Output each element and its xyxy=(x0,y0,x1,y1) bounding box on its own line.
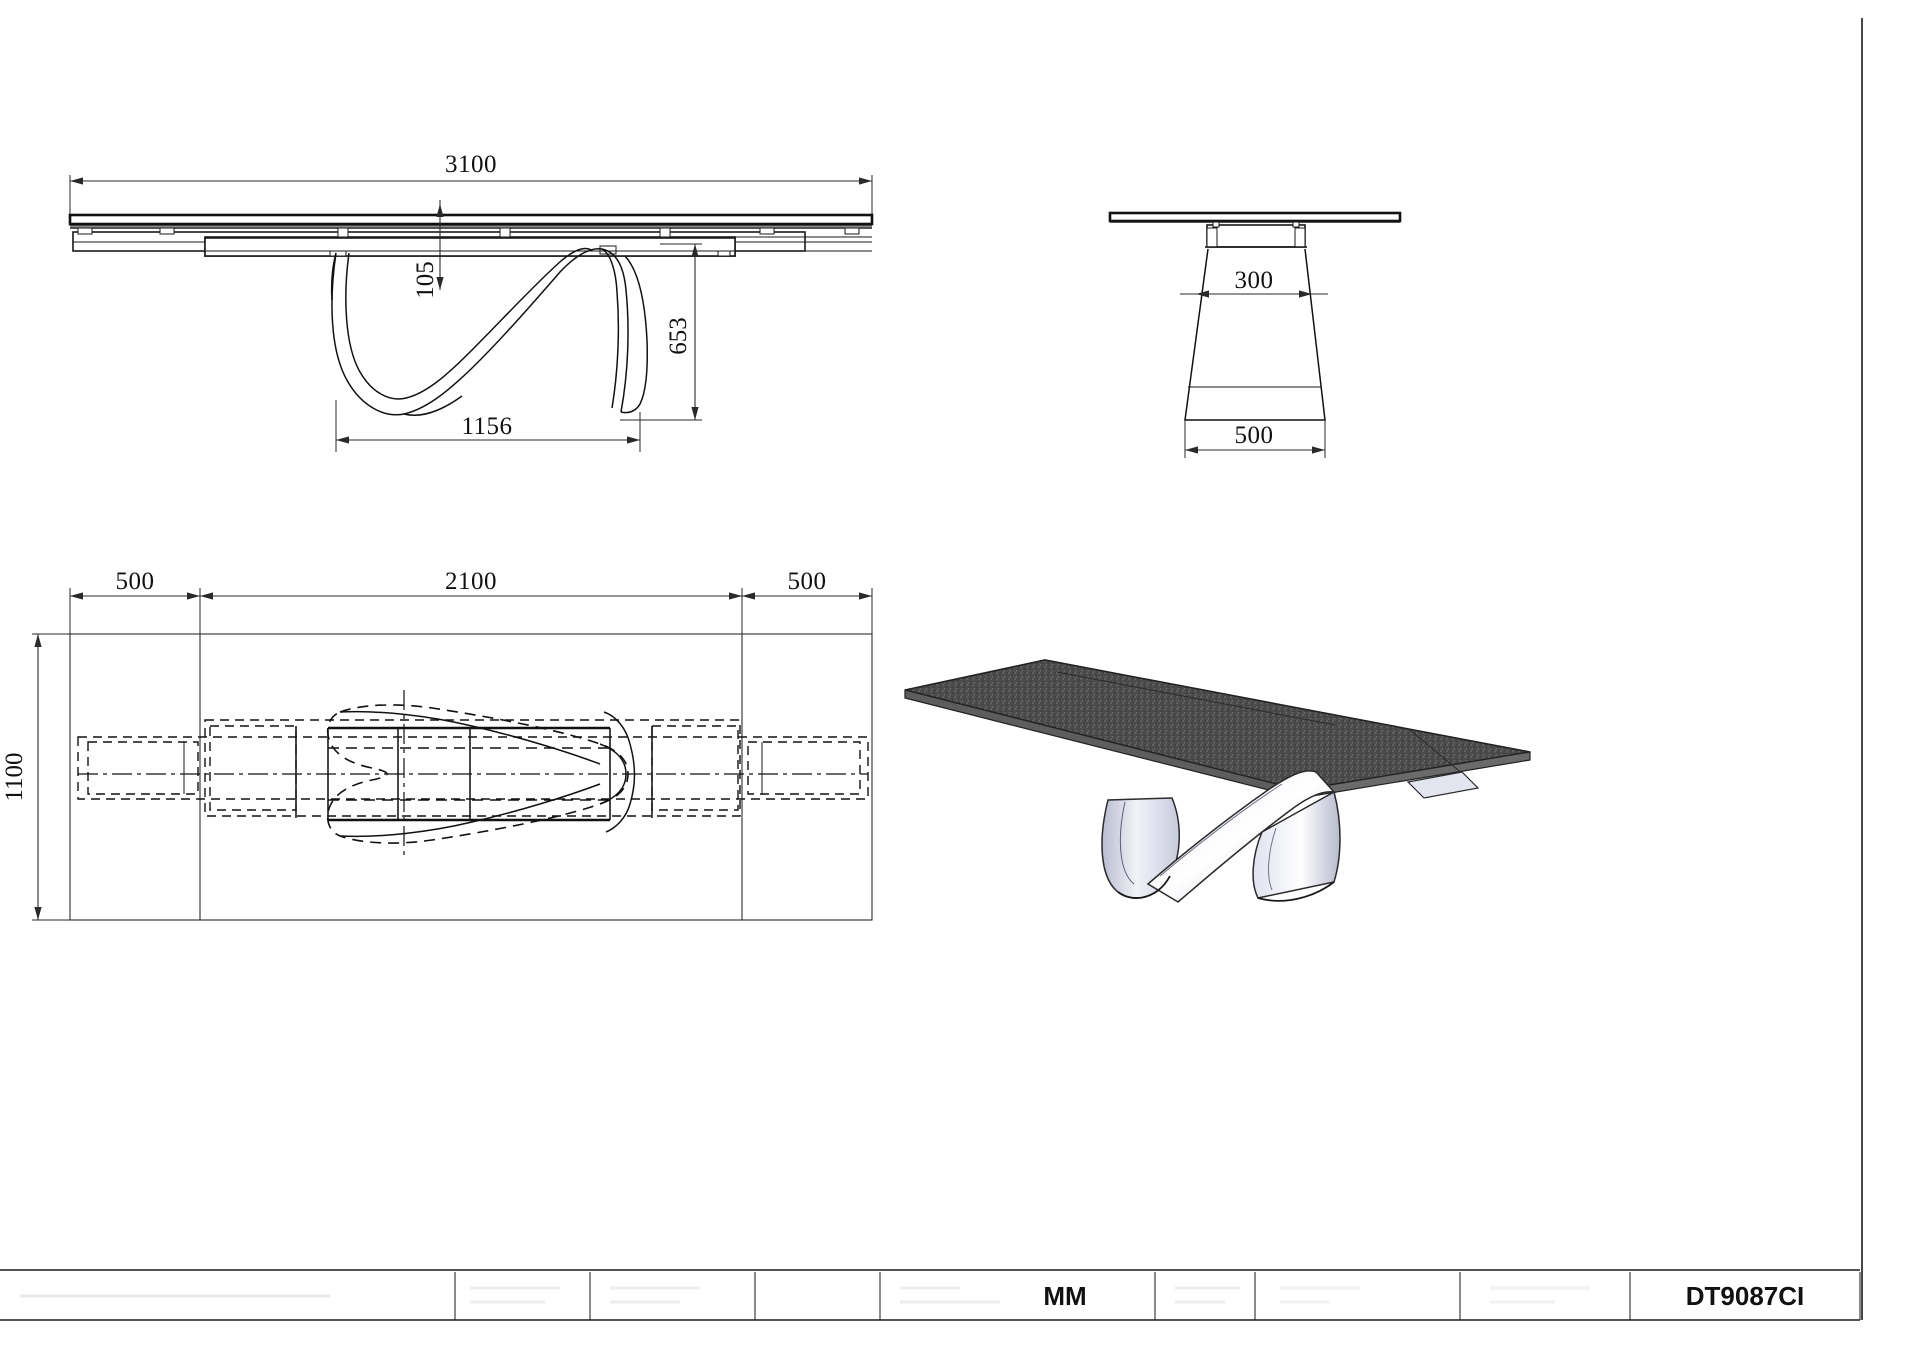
front-elevation-view xyxy=(68,175,874,452)
dim-label-top-thickness: 105 xyxy=(412,261,439,299)
extension-mechanism-plan xyxy=(77,690,869,860)
underframe-rails xyxy=(72,227,872,257)
title-block xyxy=(0,18,1863,1321)
dim-label-depth: 1100 xyxy=(1,752,28,801)
isometric-view xyxy=(904,659,1531,903)
base-footprint-plan xyxy=(326,704,636,844)
dimension-base-width-1156 xyxy=(335,400,641,452)
title-block-units: MM xyxy=(1043,1281,1086,1311)
dimension-depth-1100 xyxy=(32,633,75,921)
dimension-base-bottom-500 xyxy=(1184,420,1326,458)
title-block-part-number: DT9087CI xyxy=(1686,1281,1805,1311)
dim-label-center-span: 2100 xyxy=(445,568,497,595)
dim-label-overall-width: 3100 xyxy=(445,151,497,178)
dim-label-left-extension: 500 xyxy=(116,568,155,595)
dim-label-base-top-width: 300 xyxy=(1235,267,1274,294)
tabletop-profile xyxy=(68,213,874,229)
dim-label-base-bottom-width: 500 xyxy=(1235,422,1274,449)
dim-label-right-extension: 500 xyxy=(788,568,827,595)
side-elevation-view xyxy=(1108,211,1402,458)
base-profile-front xyxy=(330,247,648,416)
dimension-chain-plan xyxy=(69,588,873,634)
dimension-base-height-653 xyxy=(620,243,702,421)
title-block-faint-notes xyxy=(20,1286,1590,1304)
plan-view xyxy=(32,588,873,921)
dim-label-base-width: 1156 xyxy=(461,413,512,440)
dim-label-base-height: 653 xyxy=(665,317,692,355)
